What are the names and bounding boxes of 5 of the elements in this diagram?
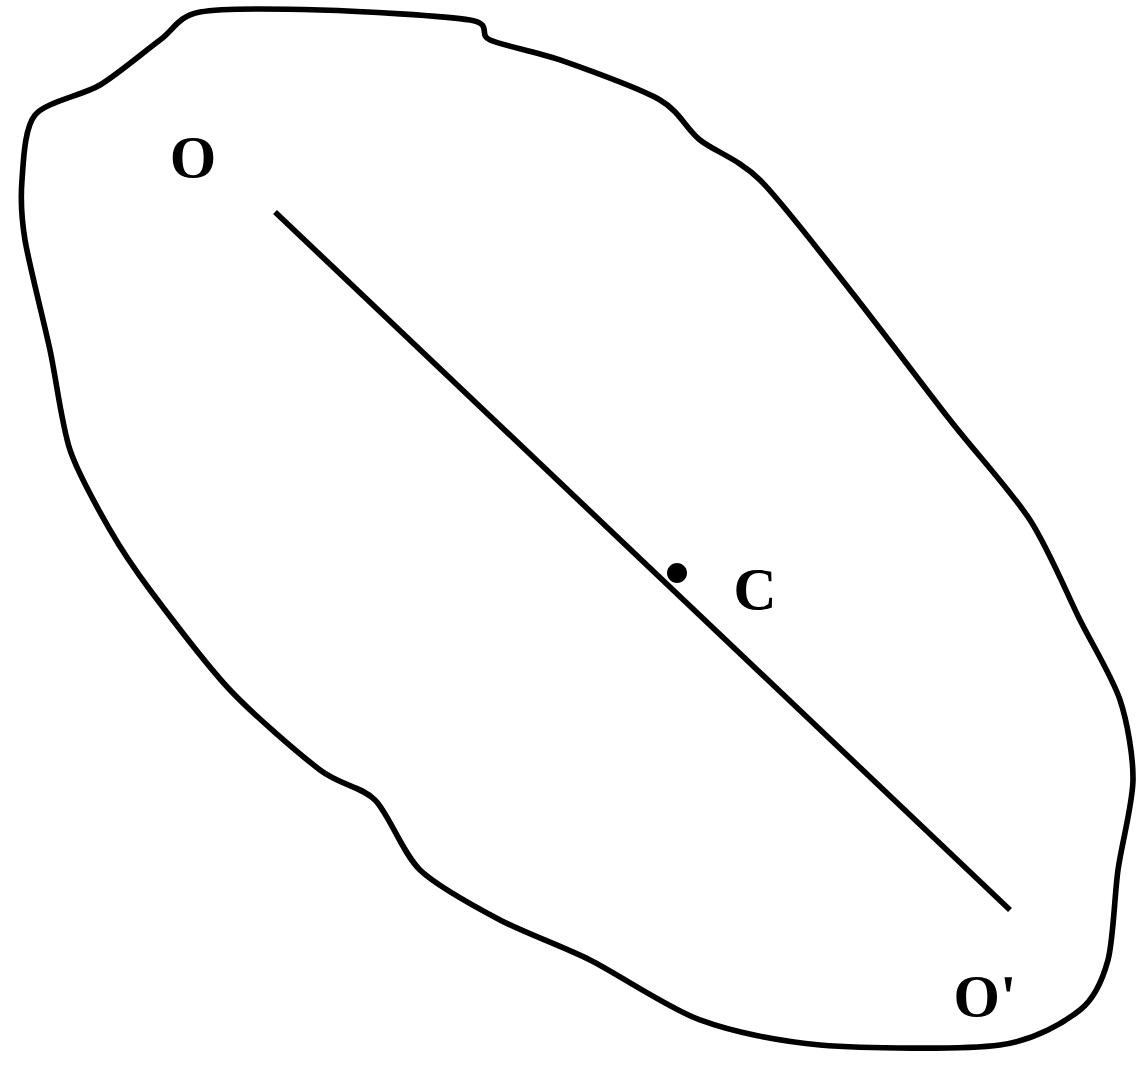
point-label: O xyxy=(172,137,214,179)
region-outline xyxy=(18,6,1136,1051)
point-label: C xyxy=(736,569,772,611)
point-label: O' xyxy=(956,976,1012,1018)
line-segment xyxy=(273,209,1012,913)
